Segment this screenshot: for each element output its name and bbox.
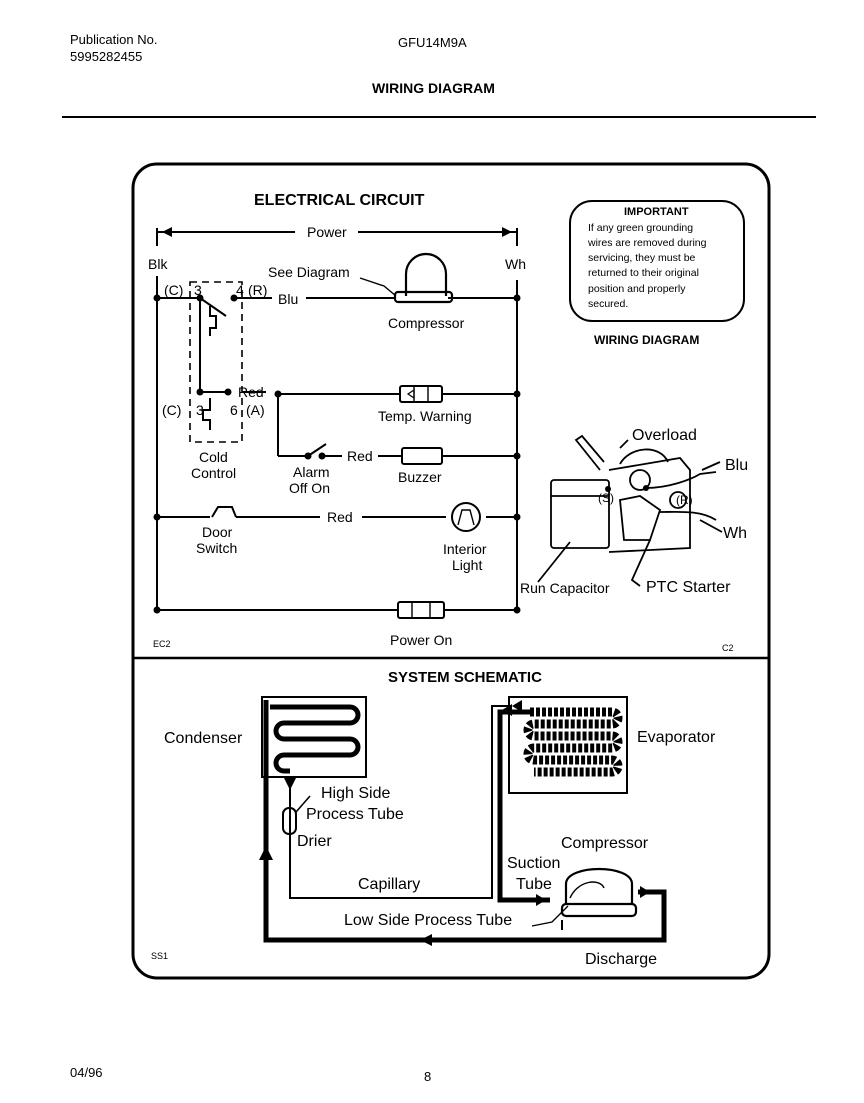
important-box (569, 200, 745, 322)
alarm-label-1: Alarm (293, 464, 330, 480)
door-switch-label-1: Door (202, 524, 233, 540)
connection-dots (153, 294, 649, 614)
temp-warning-lamp (399, 385, 443, 403)
terminal-r-top: (R) (248, 282, 268, 298)
interior-light-bulb (451, 502, 481, 532)
terminal-4: 4 (236, 282, 244, 298)
high-side-label-2: Process Tube (306, 806, 404, 823)
terminal-c-bottom: (C) (162, 402, 182, 418)
page-title: WIRING DIAGRAM (372, 80, 495, 96)
terminal-6: 6 (230, 402, 238, 418)
terminal-s-label: (S) (598, 491, 614, 505)
door-switch-label-2: Switch (196, 540, 238, 556)
compressor-dome (404, 252, 448, 296)
publication-number: 5995282455 (70, 49, 143, 64)
compressor-base (393, 290, 454, 304)
temp-warning-label: Temp. Warning (378, 408, 472, 424)
suction-tube (497, 709, 550, 903)
ss1-code: SS1 (151, 951, 169, 961)
condenser-coil (270, 704, 361, 774)
capillary-tube (289, 705, 512, 899)
important-line-1: If any green grounding (588, 222, 694, 234)
condenser-box (261, 696, 367, 778)
important-line-2: wires are removed during (588, 237, 707, 249)
buzzer-symbol (401, 447, 443, 465)
cold-control-label-1: Cold (199, 449, 228, 465)
red-label-1: Red (238, 384, 264, 400)
compressor-wiring-illustration (537, 434, 723, 587)
alarm-label-2: Off On (289, 480, 330, 496)
footer-date: 04/96 (70, 1065, 103, 1080)
interior-light-label-2: Light (452, 557, 483, 573)
electrical-circuit-title: ELECTRICAL CIRCUIT (254, 192, 425, 209)
terminal-3-bottom: 3 (196, 402, 204, 418)
important-line-4: returned to their original (588, 267, 699, 279)
suction-tube-label-2: Tube (516, 876, 552, 893)
page-number: 8 (424, 1069, 432, 1084)
interior-light-label-1: Interior (443, 541, 487, 557)
important-title: IMPORTANT (624, 206, 689, 218)
evaporator-box (508, 696, 628, 794)
run-capacitor-label: Run Capacitor (520, 580, 610, 596)
drier-label: Drier (297, 833, 332, 850)
wiring-blu-label: Blu (725, 457, 749, 474)
power-on-label: Power On (390, 632, 453, 648)
terminal-a: (A) (246, 402, 265, 418)
condenser-label: Condenser (164, 730, 243, 747)
circuit-wires (156, 228, 518, 612)
suction-tube-label-1: Suction (507, 855, 561, 872)
discharge-label: Discharge (585, 951, 658, 968)
important-line-3: servicing, they must be (588, 252, 696, 264)
flow-arrows (162, 227, 650, 946)
model-number: GFU14M9A (398, 35, 467, 50)
drier (282, 807, 297, 835)
diagram-frame (131, 162, 771, 980)
wiring-diagram-title: WIRING DIAGRAM (594, 333, 700, 347)
blk-label: Blk (148, 256, 168, 272)
schematic-compressor-dome (564, 868, 634, 904)
terminal-c-top: (C) (164, 282, 184, 298)
evaporator-label: Evaporator (637, 729, 716, 746)
cold-control-enclosure (189, 281, 243, 443)
door-switch-symbol (211, 506, 237, 518)
buzzer-label: Buzzer (398, 469, 442, 485)
evaporator-coil (523, 707, 623, 777)
publication-label: Publication No. (70, 32, 158, 47)
red-label-2: Red (347, 448, 373, 464)
low-side-process-tube-label: Low Side Process Tube (344, 912, 513, 929)
c2-code: C2 (722, 643, 734, 653)
system-schematic-title: SYSTEM SCHEMATIC (388, 669, 542, 686)
wh-label: Wh (505, 256, 526, 272)
important-line-6: secured. (588, 298, 629, 310)
capillary-label: Capillary (358, 876, 421, 893)
power-on-lamp (397, 601, 445, 619)
blu-label: Blu (278, 291, 299, 307)
terminal-r-label: (R) (676, 493, 693, 507)
red-label-3: Red (327, 509, 353, 525)
high-side-label-1: High Side (321, 785, 391, 802)
wiring-wh-label: Wh (723, 525, 747, 542)
see-diagram-label: See Diagram (268, 264, 350, 280)
ptc-starter-label: PTC Starter (646, 579, 731, 596)
schematic-compressor-label: Compressor (561, 835, 649, 852)
cold-control-label-2: Control (191, 465, 237, 481)
terminal-3-top: 3 (194, 282, 202, 298)
compressor-label: Compressor (388, 315, 465, 331)
overload-label: Overload (632, 427, 697, 444)
power-label: Power (307, 224, 347, 240)
schematic-compressor-base (560, 902, 638, 918)
header-rule (62, 116, 816, 118)
ec2-code: EC2 (153, 639, 171, 649)
important-line-5: position and properly (588, 283, 686, 295)
